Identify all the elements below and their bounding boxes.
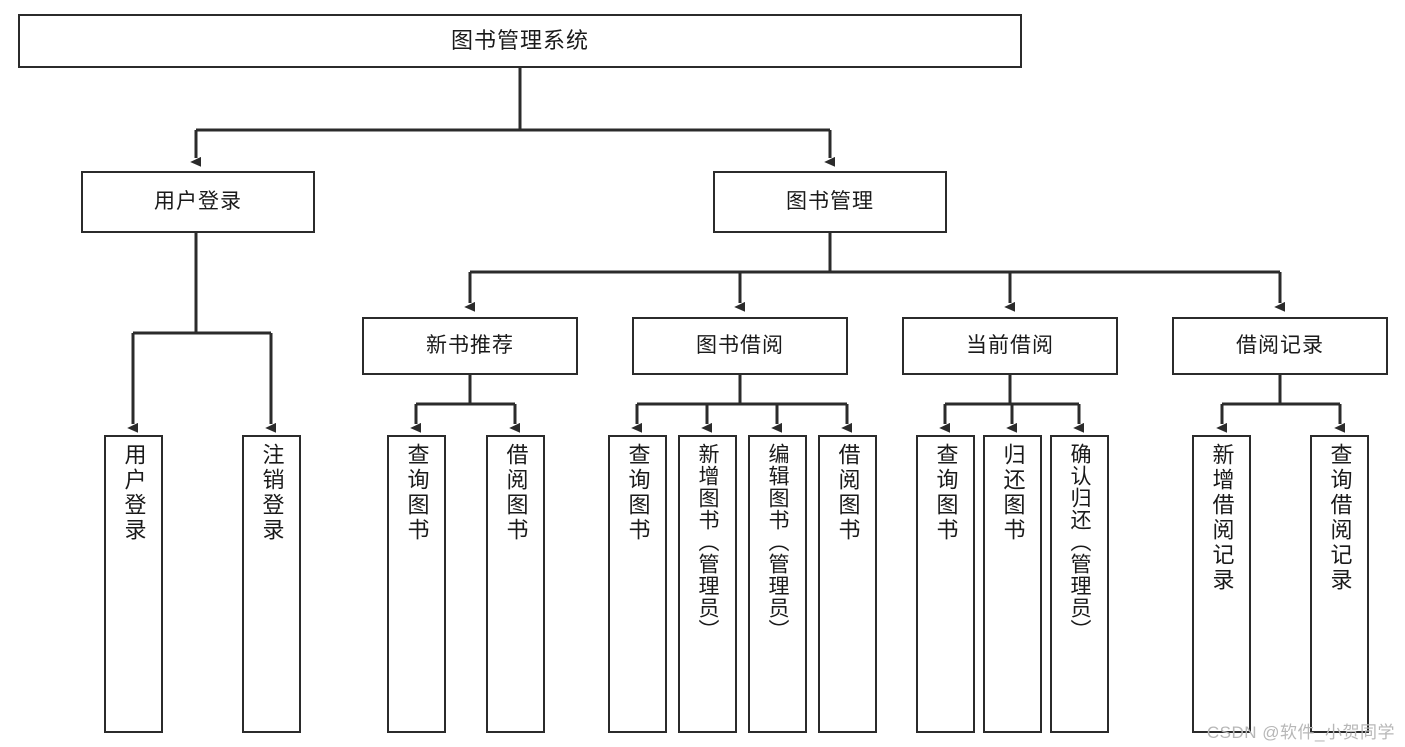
node-label: 查询图书: [625, 443, 651, 543]
node-book-borrowing[interactable]: 图书借阅: [632, 317, 848, 375]
leaf-query-books-borrowing[interactable]: 查询图书: [608, 435, 667, 733]
node-label: 用户登录: [121, 443, 147, 543]
node-label: 归还图书: [1000, 443, 1026, 543]
node-label: 图书管理系统: [450, 28, 589, 54]
node-label: 查询图书: [404, 443, 430, 543]
leaf-add-book-admin[interactable]: 新增图书（管理员）: [678, 435, 737, 733]
node-label: 图书管理: [786, 189, 874, 213]
node-label: 当前借阅: [966, 333, 1054, 357]
leaf-borrow-books-recommendation[interactable]: 借阅图书: [486, 435, 545, 733]
node-book-management[interactable]: 图书管理: [713, 171, 947, 233]
node-label: 借阅图书: [835, 443, 861, 543]
leaf-query-borrowing-record[interactable]: 查询借阅记录: [1310, 435, 1369, 733]
node-new-book-recommendation[interactable]: 新书推荐: [362, 317, 578, 375]
node-user-login[interactable]: 用户登录: [81, 171, 315, 233]
leaf-add-borrowing-record[interactable]: 新增借阅记录: [1192, 435, 1251, 733]
leaf-confirm-return-admin[interactable]: 确认归还（管理员）: [1050, 435, 1109, 733]
leaf-edit-book-admin[interactable]: 编辑图书（管理员）: [748, 435, 807, 733]
node-label: 新增图书（管理员）: [696, 443, 719, 641]
node-label: 借阅图书: [503, 443, 529, 543]
node-root-library-management-system[interactable]: 图书管理系统: [18, 14, 1022, 68]
node-label: 查询图书: [933, 443, 959, 543]
node-label: 用户登录: [154, 189, 242, 213]
csdn-watermark: CSDN @软件_小贺同学: [1206, 723, 1395, 742]
leaf-query-books-current[interactable]: 查询图书: [916, 435, 975, 733]
leaf-borrow-books-borrowing[interactable]: 借阅图书: [818, 435, 877, 733]
node-label: 新增借阅记录: [1209, 443, 1235, 593]
node-label: 编辑图书（管理员）: [766, 443, 789, 641]
node-label: 借阅记录: [1236, 333, 1324, 357]
node-current-borrowing[interactable]: 当前借阅: [902, 317, 1118, 375]
leaf-query-books-recommendation[interactable]: 查询图书: [387, 435, 446, 733]
node-label: 新书推荐: [426, 333, 514, 357]
leaf-user-login[interactable]: 用户登录: [104, 435, 163, 733]
leaf-logout[interactable]: 注销登录: [242, 435, 301, 733]
node-label: 注销登录: [259, 443, 285, 543]
node-label: 确认归还（管理员）: [1068, 443, 1091, 641]
node-label: 图书借阅: [696, 333, 784, 357]
node-label: 查询借阅记录: [1327, 443, 1353, 593]
leaf-return-books[interactable]: 归还图书: [983, 435, 1042, 733]
node-borrowing-records[interactable]: 借阅记录: [1172, 317, 1388, 375]
